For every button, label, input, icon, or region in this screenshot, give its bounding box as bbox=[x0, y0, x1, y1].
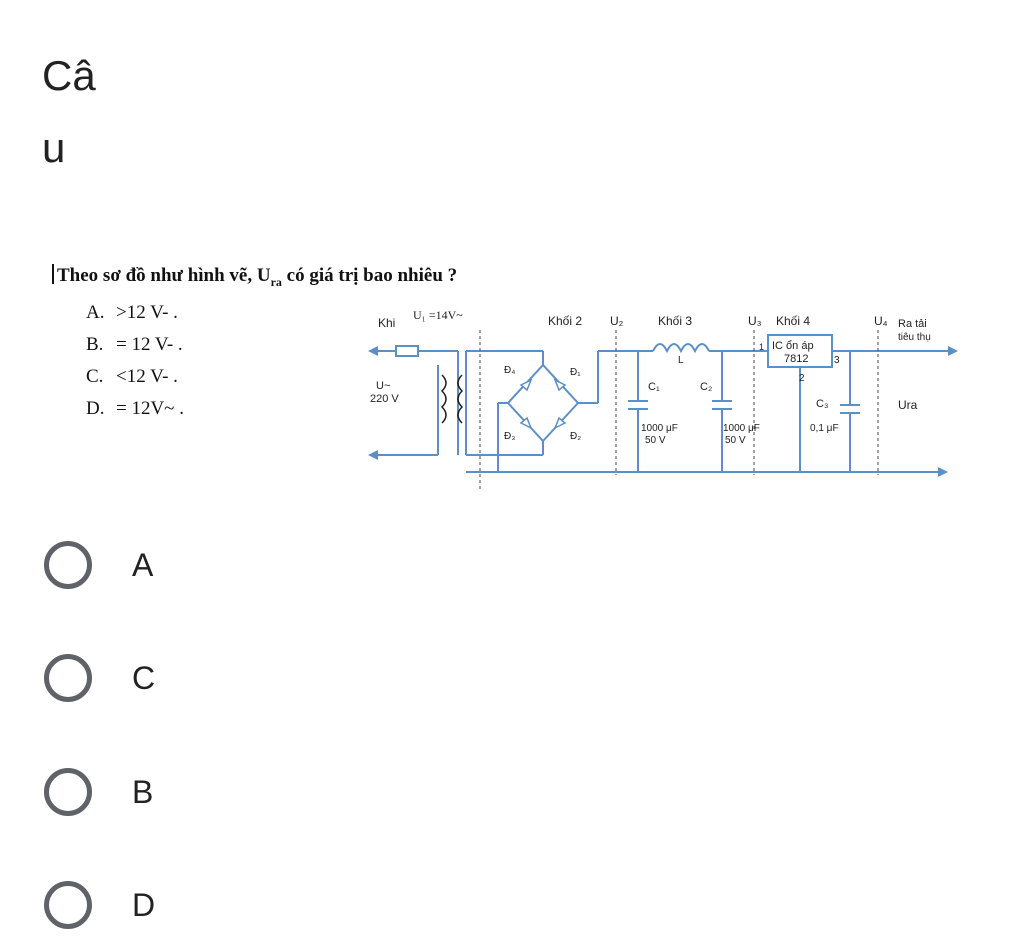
text-cursor bbox=[52, 264, 54, 284]
d1-label: Đ₁ bbox=[570, 367, 581, 378]
ic-label: IC ổn áp bbox=[772, 340, 814, 352]
choice-c-text: <12 V- . bbox=[116, 366, 178, 387]
question-text-after: có giá trị bao nhiêu ? bbox=[281, 265, 458, 286]
u3-label: U₃ bbox=[748, 314, 762, 328]
question-heading-line2: u bbox=[42, 124, 66, 171]
option-label-a: A bbox=[132, 546, 154, 583]
option-label-d: D bbox=[132, 886, 156, 923]
pin1-label: 1 bbox=[759, 342, 764, 352]
c3-label: C₃ bbox=[816, 398, 828, 410]
pin3-label: 3 bbox=[834, 355, 840, 366]
question-heading: Câ u bbox=[42, 40, 122, 184]
choice-d-label: D. bbox=[86, 398, 105, 419]
option-row-b[interactable]: B bbox=[44, 764, 444, 820]
c2-voltage: 50 V bbox=[725, 435, 746, 446]
khoi2-label: Khối 2 bbox=[548, 314, 582, 328]
option-row-a[interactable]: A bbox=[44, 537, 444, 593]
d3-label: Đ₃ bbox=[504, 431, 515, 442]
u2-label: U₂ bbox=[610, 314, 624, 328]
choice-b-label: B. bbox=[86, 334, 104, 355]
choice-a-text: >12 V- . bbox=[116, 302, 178, 323]
option-row-d[interactable]: D bbox=[44, 877, 444, 933]
choice-a-label: A. bbox=[86, 302, 105, 323]
c1-voltage: 50 V bbox=[645, 435, 666, 446]
khoi1-label: Khi bbox=[378, 316, 395, 330]
choice-c: C. <12 V- . bbox=[86, 366, 178, 388]
c2-label: C₂ bbox=[700, 381, 712, 393]
output-voltage-label: Ura bbox=[898, 398, 918, 412]
option-label-c: C bbox=[132, 659, 156, 696]
khoi4-label: Khối 4 bbox=[776, 314, 810, 328]
question-text: Theo sơ đồ như hình vẽ, Ura có giá trị b… bbox=[52, 264, 457, 290]
c1-label: C₁ bbox=[648, 381, 660, 393]
choice-c-label: C. bbox=[86, 366, 104, 387]
choice-b: B. = 12 V- . bbox=[86, 334, 183, 356]
c3-value: 0,1 μF bbox=[810, 423, 839, 434]
radio-button-c[interactable] bbox=[44, 654, 92, 702]
option-row-c[interactable]: C bbox=[44, 650, 444, 706]
tieu-thu-label: tiêu thụ bbox=[898, 332, 931, 343]
c2-value: 1000 μF bbox=[723, 423, 760, 434]
question-heading-line1: Câ bbox=[42, 52, 96, 99]
circuit-diagram: Khi U₁ =14V~ Khối 2 U₂ Khối 3 U₃ Khối 4 … bbox=[368, 308, 958, 490]
question-text-sub: ra bbox=[270, 274, 282, 289]
choice-d-text: = 12V~ . bbox=[116, 398, 184, 419]
input-voltage-value: 220 V bbox=[370, 393, 399, 405]
u4-label: U₄ bbox=[874, 314, 888, 328]
ra-tai-label: Ra tải bbox=[898, 318, 927, 330]
c1-value: 1000 μF bbox=[641, 423, 678, 434]
choice-a: A. >12 V- . bbox=[86, 302, 178, 324]
choice-d: D. = 12V~ . bbox=[86, 398, 184, 420]
input-voltage-symbol: U~ bbox=[376, 380, 390, 392]
option-label-b: B bbox=[132, 773, 154, 810]
pin2-label: 2 bbox=[799, 373, 805, 384]
question-text-before: Theo sơ đồ như hình vẽ, U bbox=[57, 265, 271, 286]
radio-button-b[interactable] bbox=[44, 768, 92, 816]
d4-label: Đ₄ bbox=[504, 365, 515, 376]
choice-b-text: = 12 V- . bbox=[116, 334, 183, 355]
radio-button-d[interactable] bbox=[44, 881, 92, 929]
radio-button-a[interactable] bbox=[44, 541, 92, 589]
d2-label: Đ₂ bbox=[570, 431, 581, 442]
u1-label: U₁ =14V~ bbox=[413, 308, 463, 322]
ic-model-label: 7812 bbox=[784, 353, 808, 365]
inductor-label: L bbox=[678, 355, 684, 366]
khoi3-label: Khối 3 bbox=[658, 314, 692, 328]
